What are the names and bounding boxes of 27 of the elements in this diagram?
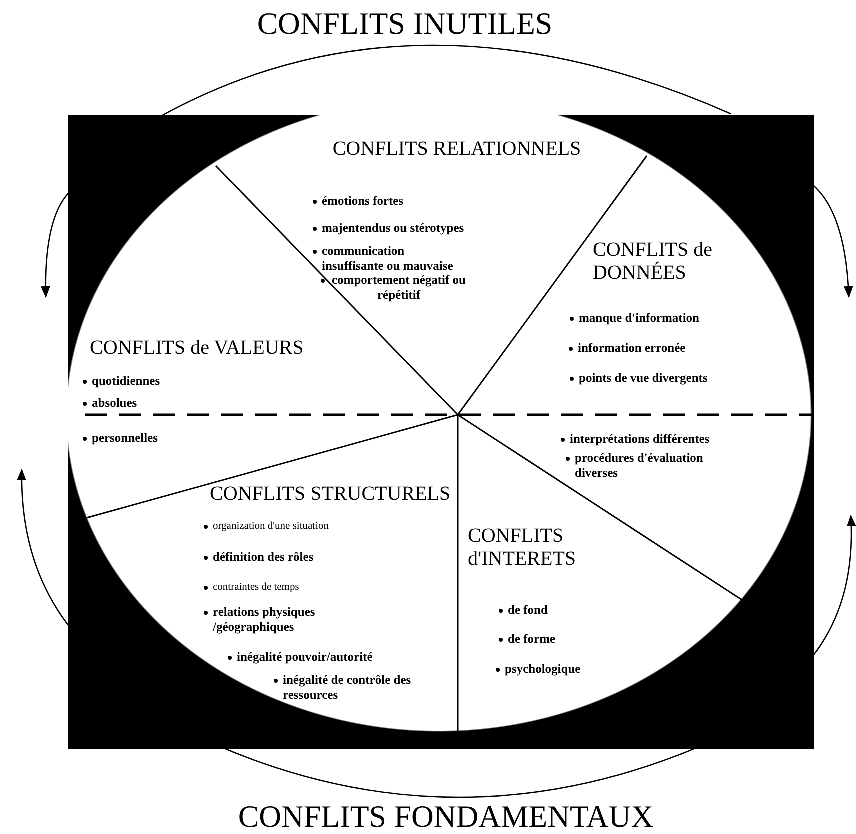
bullet-text: psychologique [505,662,581,676]
bullet-text: inégalité de contrôle des ressources [283,673,412,702]
bullet-text: contraintes de temps [213,582,300,593]
bullet-text: de forme [508,632,556,646]
bullet-text: relations physiques /géographiques [213,605,316,634]
bullet-text: personnelles [92,431,158,445]
bullet-text: comportement négatif ou répétitif [332,273,466,302]
diagram-caption: CONFLITS FONDAMENTAUX [237,801,655,832]
sector-heading: CONFLITS de DONNÉES [593,239,714,285]
bullet-text: inégalité pouvoir/autorité [237,650,373,664]
sector-heading: CONFLITS d'INTERETS [468,525,578,571]
sector-heading: CONFLITS STRUCTURELS [210,483,452,506]
bullet-text: organization d'une situation [213,521,330,532]
bullet-text: quotidiennes [92,374,160,388]
bullet-text: de fond [508,603,548,617]
sector-heading: CONFLITS RELATIONNELS [332,138,582,161]
bullet-text: manque d'information [579,311,700,325]
sector-heading: CONFLITS de VALEURS [90,337,305,360]
bullet-text: définition des rôles [213,550,314,564]
bullet-text: points de vue divergents [579,371,708,385]
bullet-text: information erronée [578,341,686,355]
bullet-text: procédures d'évaluation diverses [575,451,704,480]
bullet-text: émotions fortes [322,194,404,208]
diagram-title: CONFLITS INUTILES [256,8,554,39]
bullet-text: absolues [92,396,138,410]
bullet-text: interprétations différentes [570,432,710,446]
bullet-text: majentendus ou stérotypes [322,221,464,235]
